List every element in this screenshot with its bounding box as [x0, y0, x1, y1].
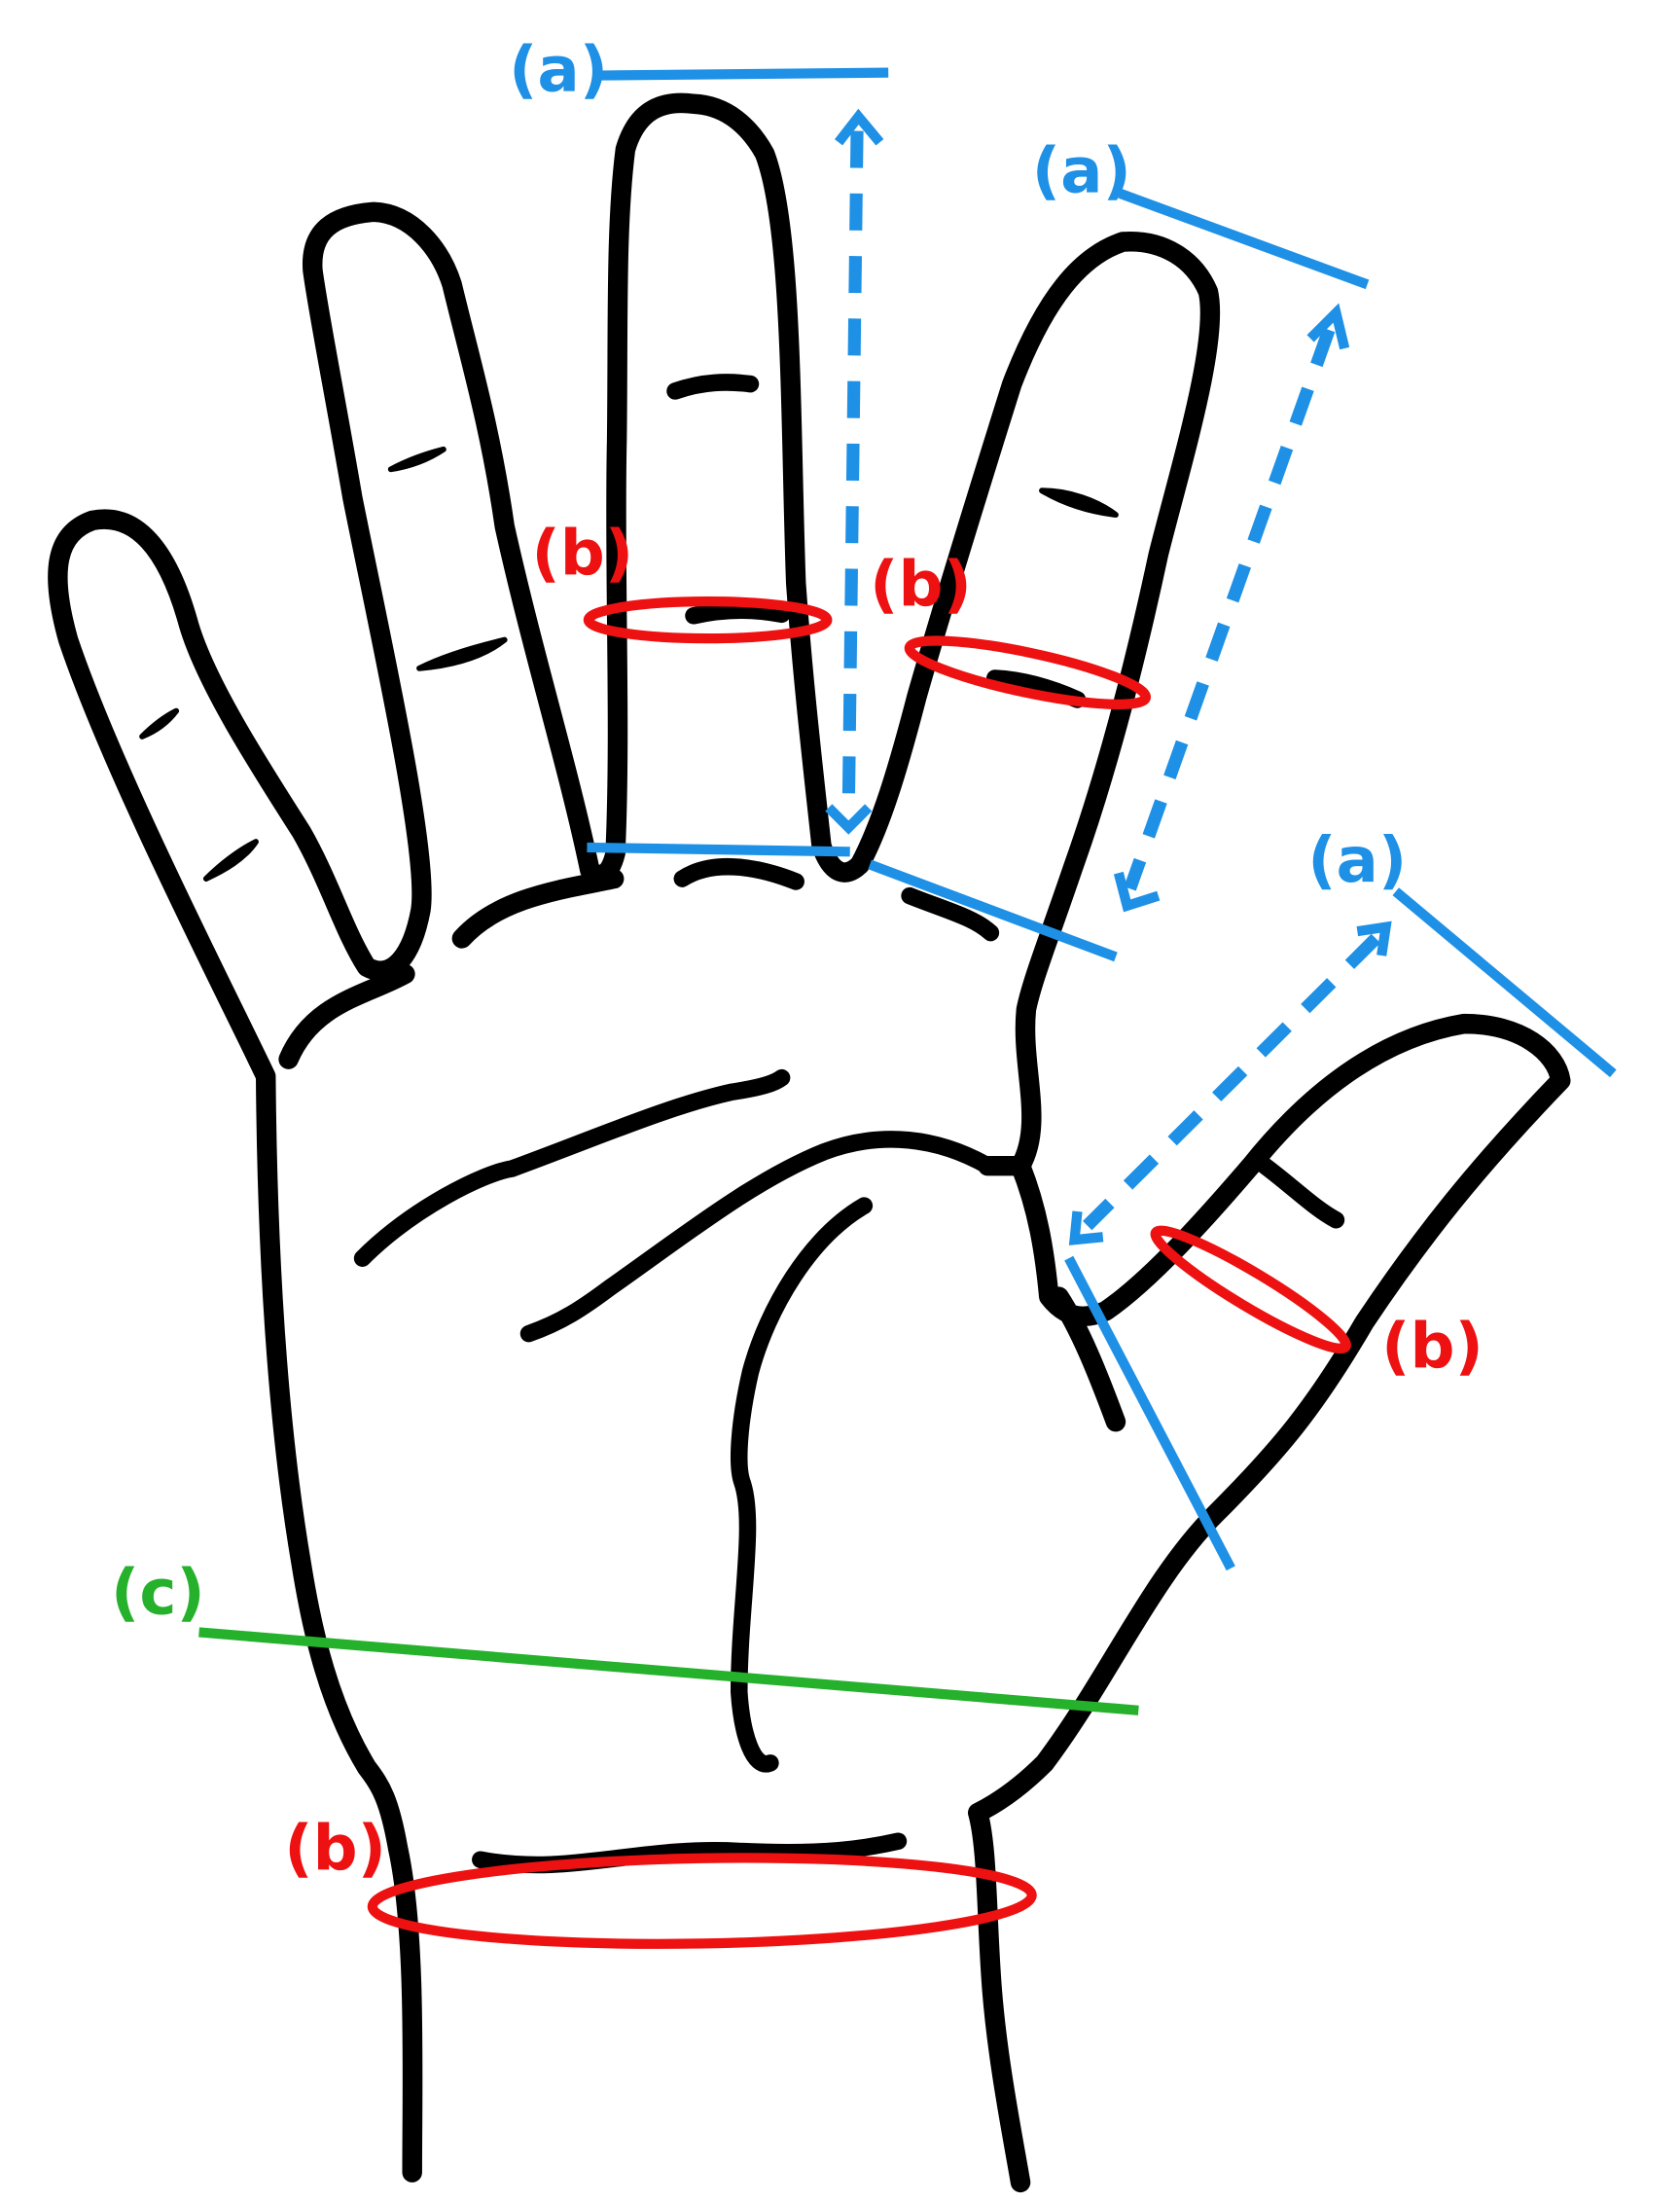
ring-web	[451, 868, 625, 949]
index-length-arrowhead-bottom	[1113, 871, 1161, 913]
middle-mid-crease	[685, 601, 791, 625]
middle-finger	[605, 92, 871, 883]
hand-outline	[48, 92, 1571, 2193]
hand-width-line	[198, 1627, 1139, 1715]
measurement-labels: (a) (a) (a) (b) (b) (b) (b) (c)	[111, 34, 1483, 1886]
hand-outline-left	[48, 201, 626, 2183]
wrist-ring	[367, 1853, 1037, 1949]
index-length-base-line	[868, 859, 1118, 962]
middle-top-crease	[666, 374, 760, 400]
middle-length-base-line	[587, 842, 850, 857]
palm-lines	[353, 1068, 997, 1773]
thumb-length-arrow	[1083, 933, 1380, 1231]
thumb-length-arrowhead-bottom	[1068, 1210, 1104, 1245]
index-finger-ring	[904, 635, 1152, 709]
ring-nail-upper	[387, 446, 447, 473]
head-line	[519, 1131, 997, 1343]
index-base-crease	[901, 886, 1000, 942]
pinky-web	[278, 963, 415, 1069]
label-a-thumb: (a)	[1307, 824, 1407, 897]
index-length-arrowhead-top	[1306, 303, 1350, 350]
middle-length-top-line	[599, 67, 889, 81]
middle-length-arrow	[841, 130, 864, 812]
pinky-nail-upper	[139, 707, 180, 740]
thumb-length-arrowhead-top	[1356, 920, 1392, 956]
life-line	[730, 1197, 874, 1773]
width-measurement	[198, 1627, 1139, 1715]
label-b-middle: (b)	[531, 517, 633, 590]
thumb-notch	[1049, 1286, 1126, 1432]
pinky-nail-lower	[202, 839, 259, 882]
ring-nail-lower	[416, 636, 508, 671]
index-length-arrow	[1124, 327, 1336, 891]
thumb-crease	[1256, 1157, 1345, 1229]
index-nail	[1039, 487, 1119, 518]
thumb-length-top-line	[1392, 887, 1617, 1078]
middle-finger-ring	[583, 596, 833, 644]
middle-length-arrowhead-bottom	[825, 804, 873, 835]
middle-base-crease	[673, 857, 804, 890]
thumb-ring	[1150, 1225, 1351, 1354]
index-length-top-line	[1118, 189, 1370, 290]
label-b-thumb: (b)	[1381, 1311, 1483, 1384]
middle-length-arrowhead-top	[835, 108, 884, 146]
heart-line	[353, 1068, 791, 1267]
label-b-wrist: (b)	[284, 1812, 386, 1885]
thumb-and-palm-right	[967, 1013, 1571, 2193]
label-b-index: (b)	[870, 549, 972, 622]
label-a-middle: (a)	[509, 34, 608, 107]
circumference-measurements	[367, 596, 1351, 1949]
thumb-length-base-line	[1064, 1255, 1235, 1571]
label-c-width: (c)	[111, 1556, 205, 1629]
label-a-index: (a)	[1032, 134, 1131, 207]
length-measurements	[587, 67, 1617, 1571]
finger-nails	[139, 446, 1119, 882]
index-finger	[849, 232, 1221, 1176]
